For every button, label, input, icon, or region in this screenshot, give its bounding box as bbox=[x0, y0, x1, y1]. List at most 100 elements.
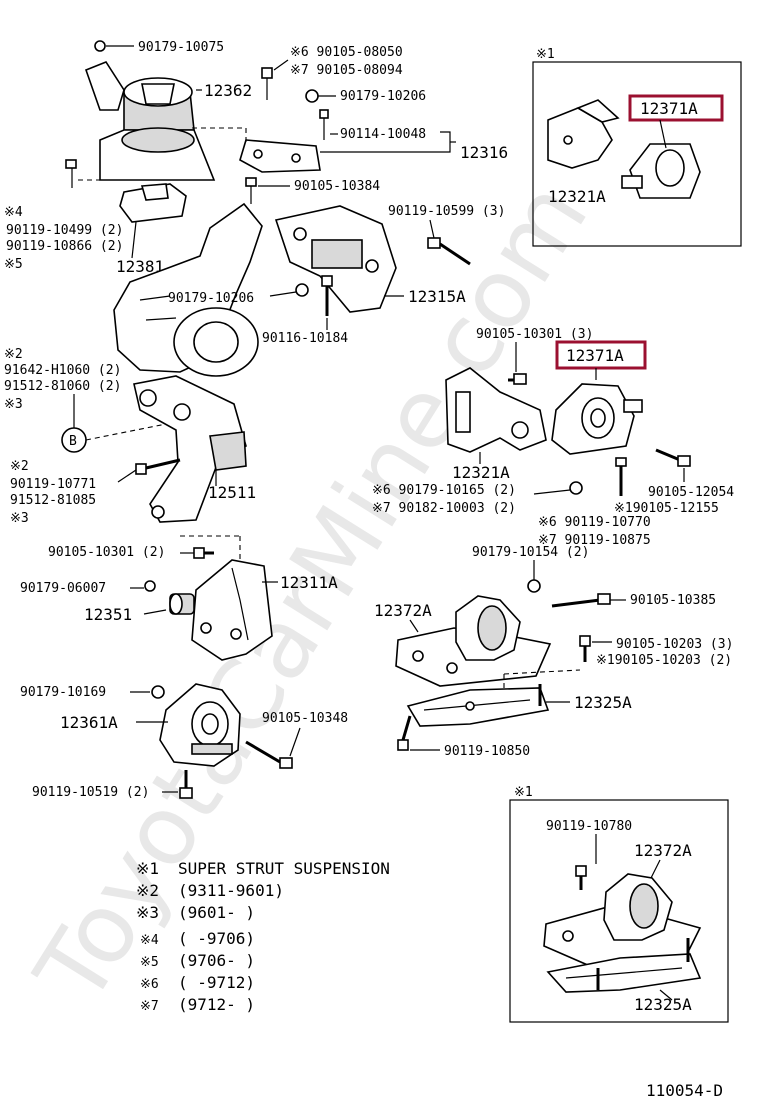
bolt-90105-10301-2 bbox=[193, 547, 214, 559]
label-12325A-inset: 12325A bbox=[634, 995, 692, 1014]
label-12311A: 12311A bbox=[280, 573, 338, 592]
label-90179-06007: 90179-06007 bbox=[20, 581, 106, 596]
legend-mark-1: ※1 bbox=[136, 859, 159, 878]
label-90105-10301-2: 90105-10301 (2) bbox=[48, 545, 165, 560]
label-12321A-inset: 12321A bbox=[548, 187, 606, 206]
legend-text-3: (9601- ) bbox=[178, 903, 255, 922]
label-90119-10850: 90119-10850 bbox=[444, 744, 530, 759]
note-5: ※5 bbox=[4, 257, 23, 272]
bolt-90105-10348 bbox=[245, 740, 293, 769]
label-90179-10154: 90179-10154 (2) bbox=[472, 545, 589, 560]
bolt-90114-10048 bbox=[319, 109, 329, 140]
label-90179-10075: 90179-10075 bbox=[138, 40, 224, 55]
label-12325A-mid: 12325A bbox=[574, 693, 632, 712]
bolt-90105-10301 bbox=[508, 373, 527, 385]
label-90179-10206-mid: 90179-10206 bbox=[168, 291, 254, 306]
diagram-id: 110054-D bbox=[646, 1081, 723, 1100]
label-90105-12155: ※190105-12155 bbox=[614, 501, 719, 516]
highlight-12371A-inset bbox=[628, 94, 724, 122]
legend-mark-6: ※6 bbox=[140, 977, 159, 992]
mount-12371A-mid bbox=[551, 383, 643, 455]
bolt-90105-10203 bbox=[579, 635, 591, 662]
legend-text-5: (9706- ) bbox=[178, 951, 255, 970]
bolt-90119-10519 bbox=[179, 770, 193, 799]
label-12362: 12362 bbox=[204, 81, 252, 100]
label-90119-10771: 90119-10771 bbox=[10, 477, 96, 492]
bracket-12316 bbox=[239, 139, 321, 173]
label-90105-08050: ※6 90105-08050 bbox=[290, 45, 403, 60]
legend-mark-2: ※2 bbox=[136, 881, 159, 900]
label-12361A: 12361A bbox=[60, 713, 118, 732]
label-90119-10866: 90119-10866 (2) bbox=[6, 239, 123, 254]
label-12315A: 12315A bbox=[408, 287, 466, 306]
label-90105-10385: 90105-10385 bbox=[630, 593, 716, 608]
label-12511: 12511 bbox=[208, 483, 256, 502]
label-90105-08094: ※7 90105-08094 bbox=[290, 63, 403, 78]
label-12371A-mid: 12371A bbox=[566, 346, 624, 365]
legend-text-7: (9712- ) bbox=[178, 995, 255, 1014]
highlight-12371A-mid bbox=[555, 340, 647, 370]
bolt-90105-10384 bbox=[245, 177, 257, 204]
nut-90179-10206-top bbox=[305, 89, 319, 103]
legend-text-4: ( -9706) bbox=[178, 929, 255, 948]
bolt-90105-08050 bbox=[261, 67, 273, 100]
crossmember-12325A-mid bbox=[406, 687, 550, 727]
label-90182-10003: ※7 90182-10003 (2) bbox=[372, 501, 516, 516]
label-90105-10348: 90105-10348 bbox=[262, 711, 348, 726]
legend-text-1: SUPER STRUT SUSPENSION bbox=[178, 859, 390, 878]
legend-mark-4: ※4 bbox=[140, 933, 159, 948]
label-90119-10875: ※7 90119-10875 bbox=[538, 533, 651, 548]
nut-90179-10169 bbox=[151, 685, 165, 699]
nut-90179-10206-mid bbox=[295, 283, 309, 297]
label-12351: 12351 bbox=[84, 605, 132, 624]
mount-12372A-inset bbox=[543, 873, 702, 967]
legend-mark-3: ※3 bbox=[136, 903, 159, 922]
mount-12371A-inset bbox=[621, 143, 701, 199]
label-12372A-inset: 12372A bbox=[634, 841, 692, 860]
legend-mark-7: ※7 bbox=[140, 999, 159, 1014]
nut-90179-10154 bbox=[527, 579, 541, 593]
legend-text-6: ( -9712) bbox=[178, 973, 255, 992]
label-91512-81060: 91512-81060 (2) bbox=[4, 379, 121, 394]
note-3b: ※3 bbox=[10, 511, 29, 526]
label-90119-10770: ※6 90119-10770 bbox=[538, 515, 651, 530]
bolt-90119-10499 bbox=[65, 159, 77, 188]
bolt-90119-10780 bbox=[575, 865, 587, 890]
legend-text-2: (9311-9601) bbox=[178, 881, 284, 900]
inset-bottom-note: ※1 bbox=[514, 785, 533, 800]
label-90119-10499: 90119-10499 (2) bbox=[6, 223, 123, 238]
nut-90179-06007 bbox=[144, 580, 156, 592]
bracket-12321A-mid bbox=[445, 367, 547, 453]
label-90116-10184: 90116-10184 bbox=[262, 331, 348, 346]
label-12381: 12381 bbox=[116, 257, 164, 276]
legend-mark-5: ※5 bbox=[140, 955, 159, 970]
label-90105-10203-3: 90105-10203 (3) bbox=[616, 637, 733, 652]
label-90105-10203-2: ※190105-10203 (2) bbox=[596, 653, 732, 668]
nut-90179-10165 bbox=[569, 481, 583, 495]
note-2b: ※2 bbox=[10, 459, 29, 474]
bolt-90119-10770 bbox=[615, 457, 627, 496]
label-90114-10048: 90114-10048 bbox=[340, 127, 426, 142]
insulator-12381 bbox=[119, 183, 187, 223]
bracket-12511 bbox=[133, 375, 247, 523]
mount-12361A bbox=[159, 683, 241, 767]
ref-b-label: B bbox=[69, 434, 77, 449]
label-12372A-mid: 12372A bbox=[374, 601, 432, 620]
transmission-body bbox=[113, 202, 263, 377]
label-12371A-inset: 12371A bbox=[640, 99, 698, 118]
label-90119-10519: 90119-10519 (2) bbox=[32, 785, 149, 800]
label-90105-10301-3: 90105-10301 (3) bbox=[476, 327, 593, 342]
label-90105-12054: 90105-12054 bbox=[648, 485, 734, 500]
label-12321A-mid: 12321A bbox=[452, 463, 510, 482]
bushing-12351 bbox=[169, 593, 195, 615]
nut-90179-10075 bbox=[94, 40, 106, 52]
bolt-90119-10771 bbox=[135, 458, 181, 475]
inset-box-bottom bbox=[509, 799, 729, 1023]
engine-mount-12362 bbox=[84, 61, 216, 181]
note-4: ※4 bbox=[4, 205, 23, 220]
mount-12372A-mid bbox=[395, 595, 552, 687]
bracket-12321A-inset bbox=[547, 99, 620, 169]
bolt-90105-12054 bbox=[655, 448, 691, 467]
label-90179-10165: ※6 90179-10165 (2) bbox=[372, 483, 516, 498]
